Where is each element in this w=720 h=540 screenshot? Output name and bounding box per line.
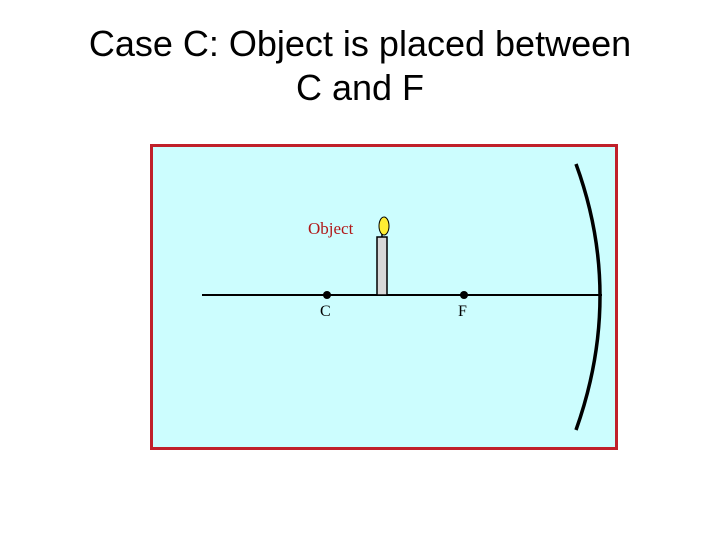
point-c-label: C [320, 303, 331, 320]
diagram-background [150, 144, 618, 450]
candle-body [376, 236, 388, 296]
point-c-dot [323, 291, 331, 299]
title-line-2: C and F [295, 67, 425, 108]
point-f-label: F [458, 303, 467, 320]
title-line-1: Case C: Object is placed between [88, 23, 632, 64]
point-f-dot [460, 291, 468, 299]
slide-title: Case C: Object is placed between C and F [0, 22, 720, 110]
diagram-svg: Object C F [150, 144, 618, 450]
concave-mirror [574, 163, 602, 431]
object-label: Object [308, 219, 354, 238]
mirror-diagram: Object C F [150, 144, 618, 450]
candle-flame [378, 216, 390, 236]
